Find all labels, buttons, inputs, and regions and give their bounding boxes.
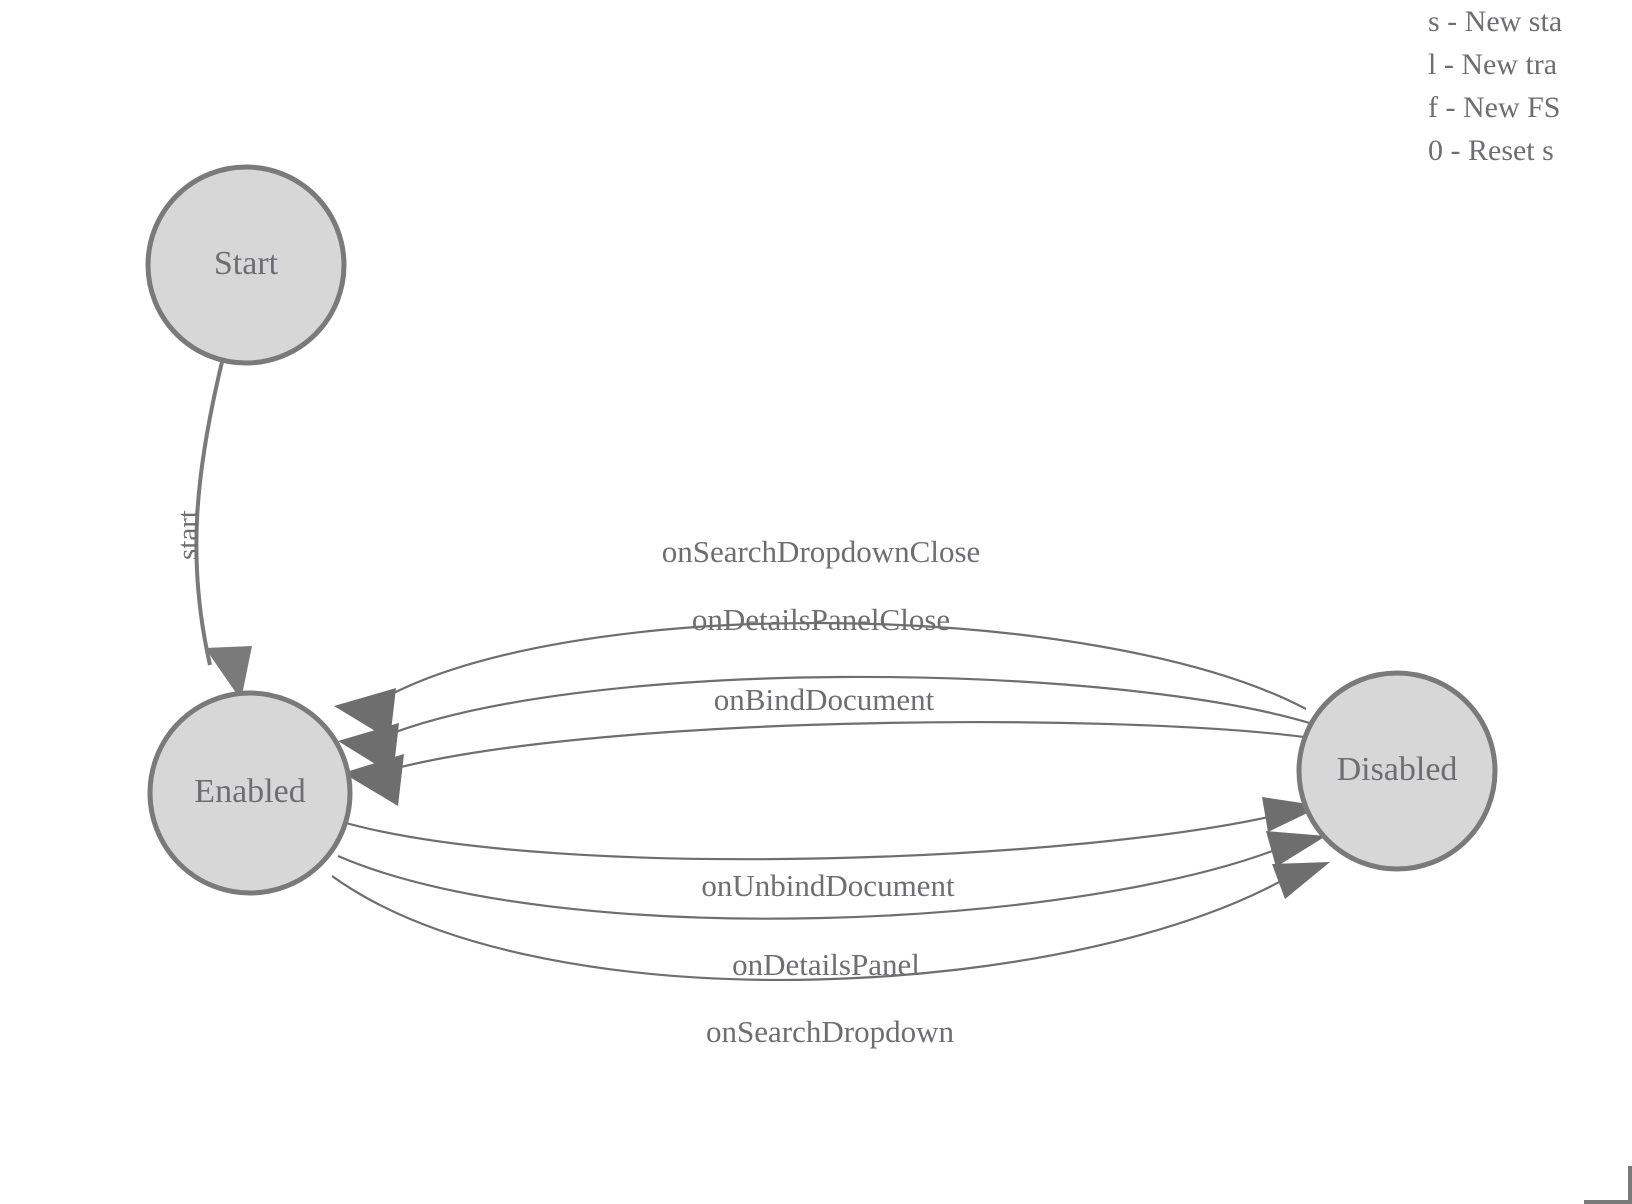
edge-on-search-dropdown-close-path — [369, 622, 1307, 710]
edge-on-search-dropdown-close-arrowhead — [334, 688, 396, 740]
edge-label-on-details-panel: onDetailsPanel — [732, 947, 920, 982]
node-enabled-label: Enabled — [194, 773, 305, 810]
node-disabled[interactable]: Disabled — [1296, 670, 1498, 872]
edge-on-search-dropdown-path — [331, 869, 1301, 981]
edge-on-search-dropdown-close[interactable] — [334, 622, 1307, 740]
node-start-label: Start — [214, 245, 279, 282]
edge-label-on-bind-document: onBindDocument — [714, 682, 935, 717]
edge-on-details-panel-close-path — [372, 675, 1314, 743]
edge-start-path — [194, 361, 224, 666]
edge-on-unbind-document-path — [345, 810, 1291, 861]
edge-start-arrowhead — [205, 646, 252, 700]
node-start-circle — [145, 164, 347, 366]
edge-label-on-search-dropdown: onSearchDropdown — [706, 1014, 954, 1049]
edge-on-details-panel-arrowhead — [1266, 831, 1326, 867]
edge-start[interactable] — [194, 361, 252, 700]
edge-on-bind-document-arrowhead — [343, 754, 404, 806]
edge-on-details-panel[interactable] — [337, 831, 1326, 920]
node-enabled-circle — [147, 690, 353, 896]
node-disabled-circle — [1296, 670, 1498, 872]
edge-on-search-dropdown[interactable] — [331, 862, 1330, 981]
edge-on-details-panel-path — [337, 840, 1296, 920]
edge-label-on-search-dropdown-close: onSearchDropdownClose — [662, 534, 981, 569]
edge-on-unbind-document[interactable] — [345, 797, 1322, 861]
panel-corner-border — [1584, 1166, 1632, 1204]
edge-label-on-details-panel-close: onDetailsPanelClose — [692, 602, 950, 637]
edge-on-bind-document[interactable] — [343, 721, 1305, 806]
node-enabled[interactable]: Enabled — [147, 690, 353, 896]
edge-label-start: start — [172, 510, 204, 560]
edge-label-on-unbind-document: onUnbindDocument — [701, 868, 955, 903]
edge-on-bind-document-path — [377, 721, 1305, 775]
node-start[interactable]: Start — [145, 164, 347, 366]
edge-on-search-dropdown-arrowhead — [1272, 862, 1330, 899]
node-disabled-label: Disabled — [1337, 751, 1458, 788]
